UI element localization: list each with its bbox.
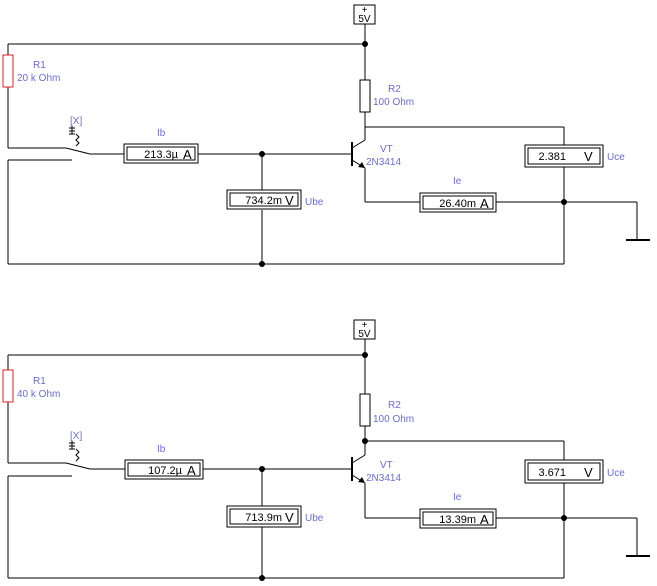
vt-name: VT [380,460,393,471]
ie-reading: 26.40m [439,198,476,210]
ube-unit: V [285,510,294,525]
vt-model: 2N3414 [366,157,401,168]
uce-reading: 2.381 [538,151,566,163]
switch-1[interactable]: [X] [65,116,91,161]
circuit-1: + 5V [2,4,650,267]
ube-unit: V [285,193,294,208]
uce-unit: V [584,149,593,164]
switch-key-label: [X] [70,116,82,127]
ammeter-ib-1: Ib 213.3µ A [123,128,199,164]
ie-label: Ie [453,176,462,187]
ib-reading: 213.3µ [144,149,179,161]
ammeter-ie-2: Ie 13.39m A [419,492,497,529]
supply-sign: + [362,320,368,331]
ube-reading: 713.9m [245,512,282,524]
uce-label: Uce [607,468,625,479]
switch-key-label: [X] [70,431,82,442]
uce-unit: V [584,465,593,480]
resistor-r2-1: R2 100 Ohm [359,79,414,113]
resistor-r2-2: R2 100 Ohm [359,393,414,427]
ib-reading: 107.2µ [148,465,183,477]
uce-reading: 3.671 [538,467,566,479]
voltmeter-uce-2: 3.671 V Uce [524,459,625,484]
ammeter-ie-1: Ie 26.40m A [419,176,497,213]
ube-label: Ube [305,197,324,208]
wires-1 [7,24,650,267]
ube-label: Ube [305,513,324,524]
transistor-vt-1: VT 2N3414 [351,139,401,169]
ube-reading: 734.2m [245,195,282,207]
ib-unit: A [187,463,196,478]
ie-label: Ie [453,492,462,503]
ib-unit: A [183,147,192,162]
ib-label: Ib [157,128,166,139]
supply-value: 5V [358,14,371,25]
supply-value: 5V [358,329,371,340]
transistor-vt-2: VT 2N3414 [351,454,401,484]
ie-unit: A [480,512,489,527]
r2-name: R2 [388,400,401,411]
r2-value: 100 Ohm [373,97,414,108]
r1-value: 40 k Ohm [17,389,60,400]
r1-name: R1 [33,376,46,387]
ie-unit: A [480,196,489,211]
voltmeter-ube-2: 713.9m V Ube [226,505,324,528]
switch-2[interactable]: [X] [65,431,91,477]
r1-value: 20 k Ohm [17,73,60,84]
vt-model: 2N3414 [366,473,401,484]
voltmeter-uce-1: 2.381 V Uce [524,144,625,168]
r2-value: 100 Ohm [373,414,414,425]
ib-label: Ib [157,444,166,455]
r1-name: R1 [33,60,46,71]
circuit-2: + 5V [2,319,650,581]
resistor-r1-2: R1 40 k Ohm [2,369,60,403]
r2-name: R2 [388,84,401,95]
supply-5v-1: + 5V [353,4,376,25]
ammeter-ib-2: Ib 107.2µ A [124,444,204,480]
voltmeter-ube-1: 734.2m V Ube [226,189,324,210]
supply-sign: + [362,5,368,16]
ie-reading: 13.39m [439,514,476,526]
supply-5v-2: + 5V [353,319,376,340]
wires-2 [7,339,650,581]
vt-name: VT [380,144,393,155]
resistor-r1-1: R1 20 k Ohm [2,54,60,88]
uce-label: Uce [607,152,625,163]
